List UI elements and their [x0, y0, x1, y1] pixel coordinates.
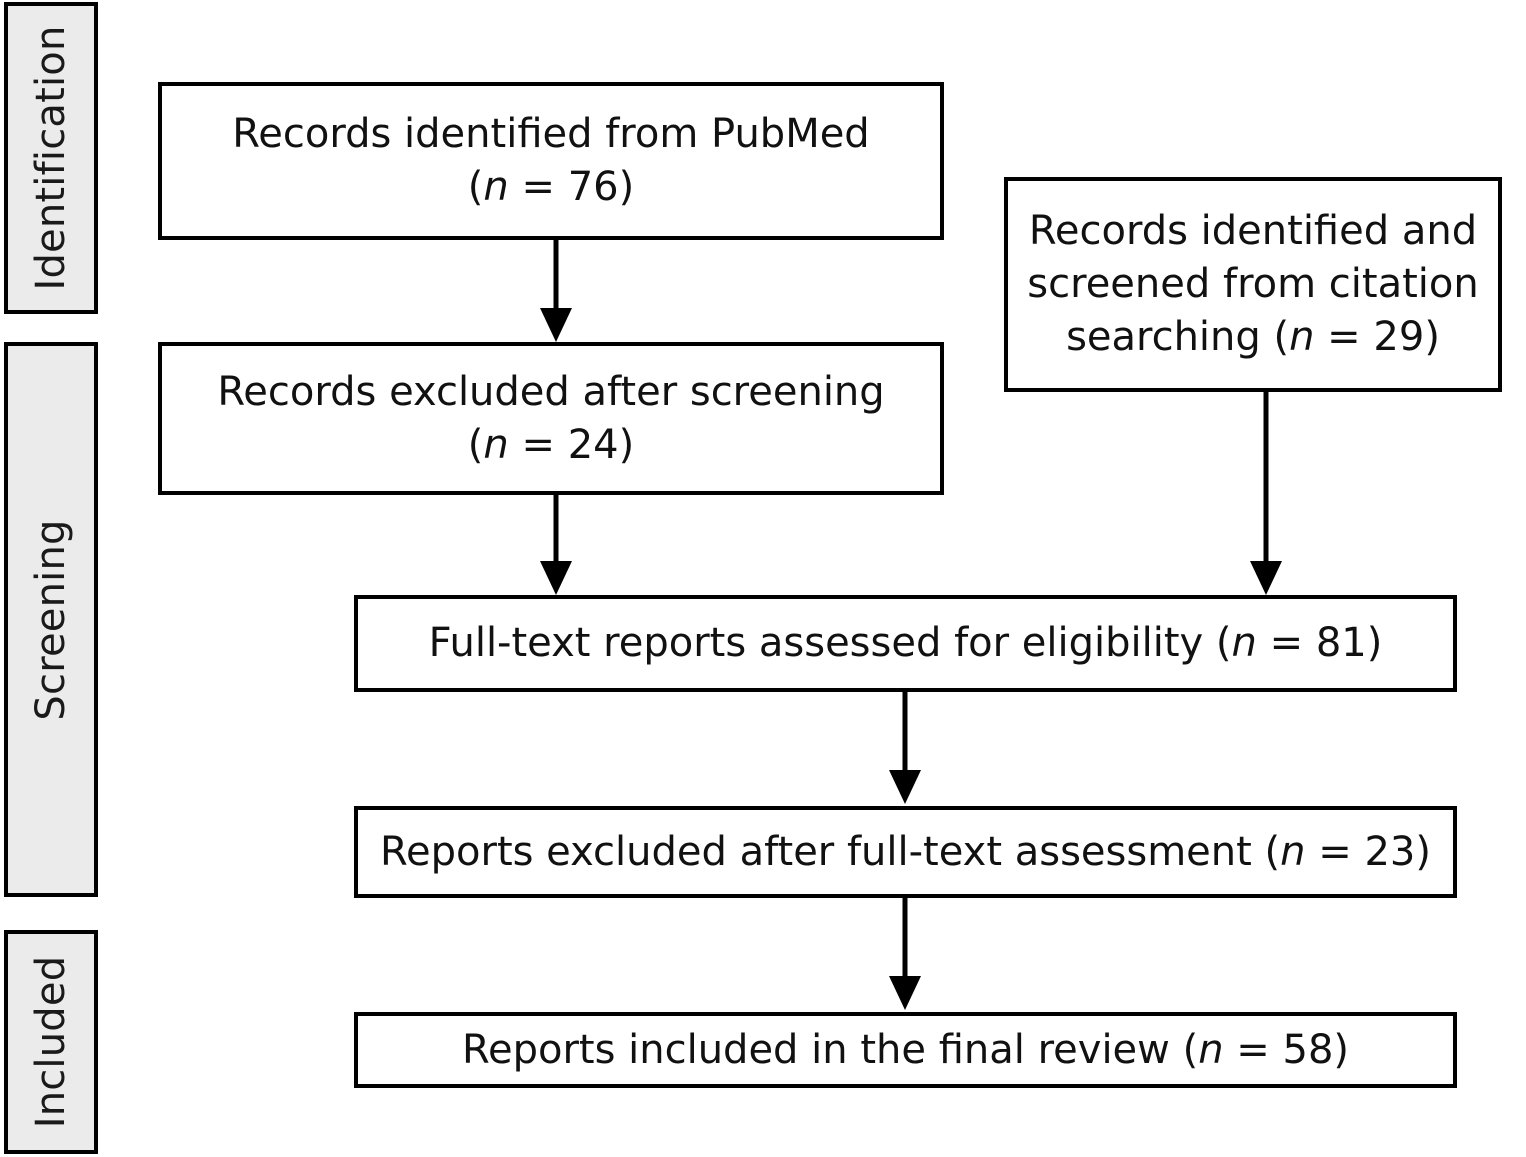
box-fulltext-assessed-text: Full-text reports assessed for eligibili…	[413, 617, 1399, 670]
box-records-identified-pubmed: Records identified from PubMed (n = 76)	[158, 82, 944, 240]
box-records-citation-searching-line3-prefix: searching (	[1066, 313, 1290, 360]
arrow-fulltext-to-excluded	[875, 690, 935, 810]
arrow-excluded-to-included	[875, 896, 935, 1016]
box-records-citation-searching: Records identified and screened from cit…	[1004, 177, 1502, 392]
stage-band-included-label: Included	[28, 955, 74, 1129]
box-records-excluded-screening: Records excluded after screening (n = 24…	[158, 342, 944, 495]
box-records-excluded-screening-count-open: (	[467, 421, 484, 468]
arrow-citation-to-fulltext	[1236, 390, 1296, 601]
box-reports-excluded-fulltext-n: n	[1280, 828, 1306, 875]
box-reports-excluded-fulltext-prefix: Reports excluded after full-text assessm…	[380, 828, 1281, 875]
box-records-citation-searching-count-value: = 29)	[1314, 313, 1440, 360]
box-fulltext-assessed-n: n	[1231, 620, 1257, 667]
stage-band-screening-label: Screening	[28, 518, 74, 721]
stage-band-identification: Identification	[4, 2, 98, 314]
box-records-citation-searching-n: n	[1289, 313, 1315, 360]
box-records-identified-pubmed-n: n	[483, 164, 509, 210]
box-reports-included-final-prefix: Reports included in the final review (	[461, 1026, 1199, 1073]
box-reports-included-final-count-value: = 58)	[1223, 1026, 1350, 1073]
box-reports-excluded-fulltext: Reports excluded after full-text assessm…	[354, 806, 1457, 898]
stage-band-included: Included	[4, 930, 98, 1154]
box-records-identified-pubmed-line1: Records identified from PubMed	[232, 111, 870, 158]
box-fulltext-assessed-prefix: Full-text reports assessed for eligibili…	[428, 620, 1232, 667]
stage-band-identification-label: Identification	[28, 25, 74, 291]
box-records-excluded-screening-text: Records excluded after screening (n = 24…	[201, 366, 900, 472]
box-records-excluded-screening-count-value: = 24)	[508, 421, 635, 468]
box-fulltext-assessed-count-value: = 81)	[1256, 620, 1383, 667]
box-records-citation-searching-text: Records identified and screened from cit…	[1011, 205, 1494, 363]
box-records-identified-pubmed-text: Records identified from PubMed (n = 76)	[216, 108, 885, 214]
box-records-excluded-screening-n: n	[483, 421, 509, 468]
box-reports-included-final-n: n	[1198, 1026, 1224, 1073]
box-reports-included-final: Reports included in the final review (n …	[354, 1012, 1457, 1088]
box-records-excluded-screening-line1: Records excluded after screening	[217, 368, 885, 415]
arrow-pubmed-to-excluded	[526, 238, 586, 348]
box-reports-included-final-text: Reports included in the final review (n …	[446, 1024, 1365, 1077]
box-fulltext-assessed: Full-text reports assessed for eligibili…	[354, 595, 1457, 692]
box-reports-excluded-fulltext-count-value: = 23)	[1305, 828, 1431, 875]
box-reports-excluded-fulltext-text: Reports excluded after full-text assessm…	[364, 826, 1447, 879]
box-records-identified-pubmed-count-value: = 76)	[508, 164, 635, 210]
arrow-excluded-to-fulltext	[526, 493, 586, 601]
box-records-citation-searching-line2: screened from citation	[1027, 261, 1479, 308]
box-records-identified-pubmed-count-open: (	[467, 164, 484, 210]
box-records-citation-searching-line1: Records identified and	[1028, 208, 1478, 255]
stage-band-screening: Screening	[4, 342, 98, 897]
